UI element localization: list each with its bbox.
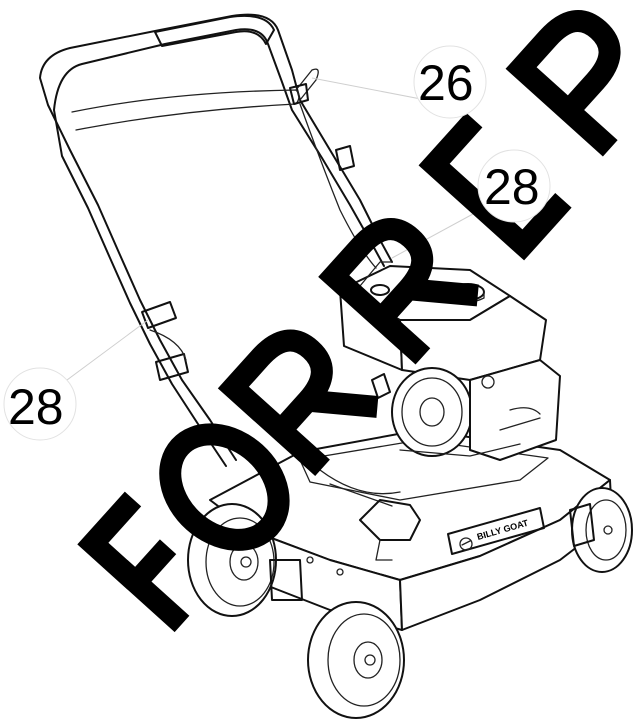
front-right-wheel <box>569 487 633 573</box>
front-left-wheel <box>307 601 405 719</box>
callout-28-top-label: 28 <box>484 159 540 215</box>
callout-26-label: 26 <box>418 55 474 111</box>
callout-28-left-label: 28 <box>8 379 64 435</box>
callout-28-top: 28 <box>477 149 551 223</box>
handle-assembly <box>39 13 393 467</box>
callout-28-left: 28 <box>3 367 77 441</box>
callout-26: 26 <box>413 45 487 119</box>
